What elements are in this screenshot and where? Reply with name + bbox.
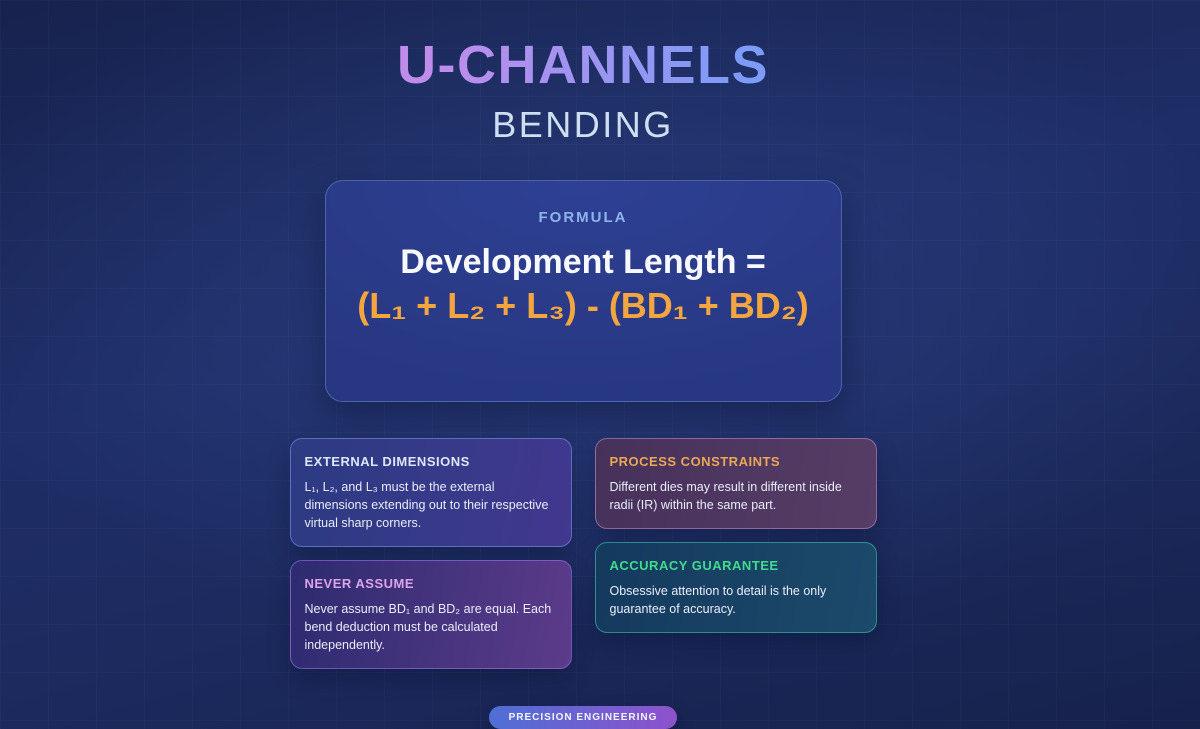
formula-lhs: Development Length =: [400, 242, 766, 281]
card-process-constraints: PROCESS CONSTRAINTS Different dies may r…: [594, 437, 877, 529]
cards-left-column: EXTERNAL DIMENSIONS L₁, L₂, and L₃ must …: [289, 437, 572, 670]
card-title: ACCURACY GUARANTEE: [609, 557, 779, 573]
card-title: PROCESS CONSTRAINTS: [609, 453, 781, 469]
formula-expression: (L₁ + L₂ + L₃) - (BD₁ + BD₂): [357, 285, 809, 327]
card-title: EXTERNAL DIMENSIONS: [304, 453, 470, 469]
page-subtitle: BENDING: [492, 104, 674, 145]
card-accuracy-guarantee: ACCURACY GUARANTEE Obsessive attention t…: [594, 541, 877, 634]
card-external-dimensions: EXTERNAL DIMENSIONS L₁, L₂, and L₃ must …: [289, 437, 572, 547]
precision-engineering-badge: PRECISION ENGINEERING: [488, 706, 678, 729]
formula-label: FORMULA: [538, 208, 628, 226]
card-never-assume: NEVER ASSUME Never assume BD₁ and BD₂ ar…: [289, 559, 572, 670]
formula-card: FORMULA Development Length = (L₁ + L₂ + …: [324, 179, 842, 402]
card-body: L₁, L₂, and L₃ must be the external dime…: [304, 479, 549, 530]
card-body: Different dies may result in different i…: [609, 479, 842, 512]
card-body: Obsessive attention to detail is the onl…: [609, 583, 827, 616]
slide-content: U-CHANNELS BENDING FORMULA Development L…: [289, 35, 877, 729]
card-body: Never assume BD₁ and BD₂ are equal. Each…: [304, 601, 552, 653]
cards-right-column: PROCESS CONSTRAINTS Different dies may r…: [594, 437, 877, 634]
page-title: U-CHANNELS: [397, 35, 769, 95]
info-cards-grid: EXTERNAL DIMENSIONS L₁, L₂, and L₃ must …: [289, 437, 877, 670]
card-title: NEVER ASSUME: [304, 575, 415, 591]
